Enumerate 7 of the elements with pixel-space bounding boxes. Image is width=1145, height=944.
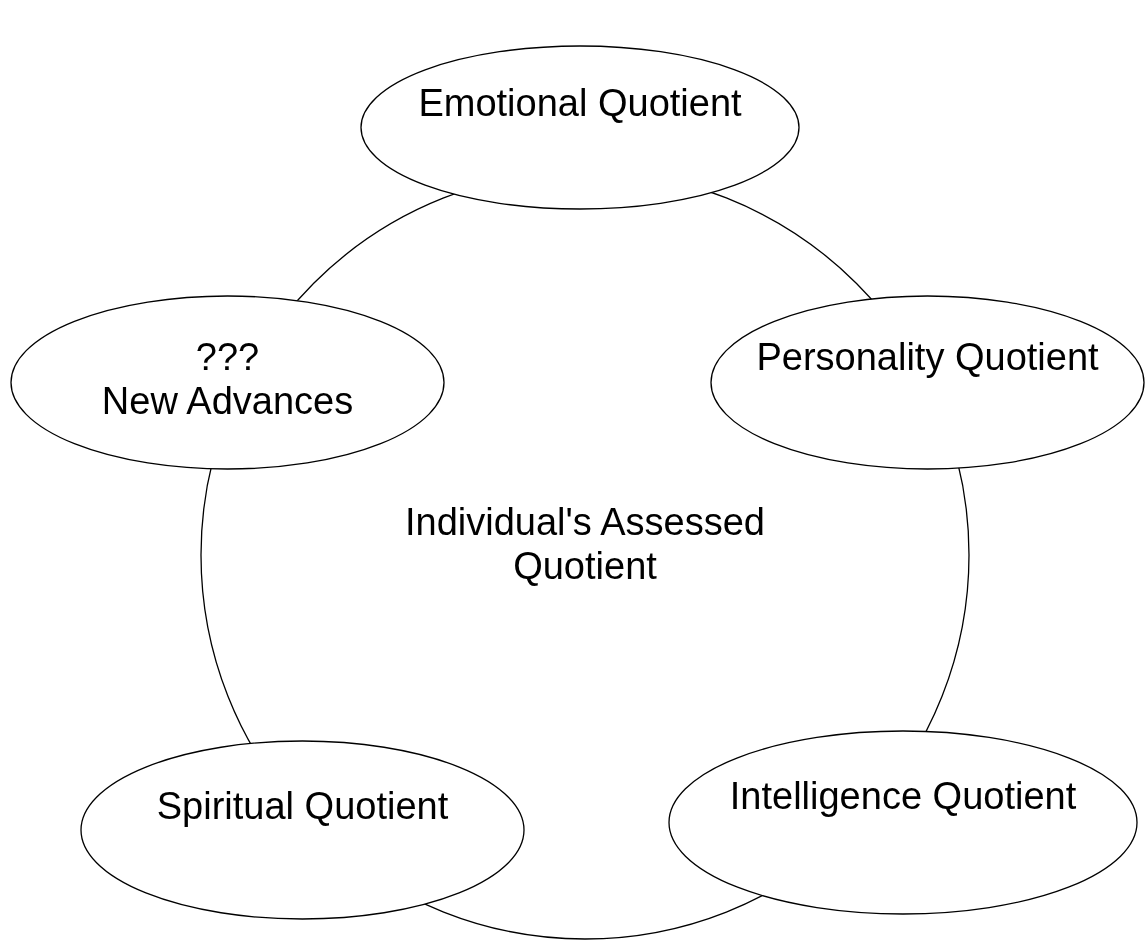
ellipse-label: New Advances — [100, 379, 355, 423]
ellipse-label: ??? — [194, 335, 261, 379]
ellipse-label: Emotional Quotient — [417, 81, 743, 125]
center-label: Individual's Assessed Quotient — [404, 500, 766, 588]
ellipse-label: Intelligence Quotient — [728, 774, 1078, 818]
ellipse-label: Spiritual Quotient — [155, 784, 450, 828]
ellipse-label: Personality Quotient — [755, 335, 1100, 379]
